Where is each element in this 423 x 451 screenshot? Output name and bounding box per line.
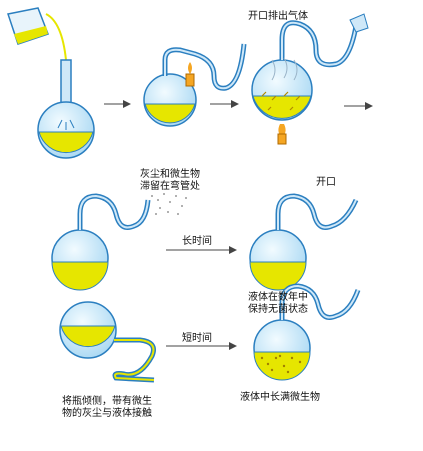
- flask-7-contaminated: [253, 283, 361, 381]
- label-sterile-1: 液体在数年中: [248, 292, 308, 303]
- flask-6-tilted: [59, 301, 156, 383]
- flask-3-boiling: [251, 13, 369, 145]
- flask-4-dust-trapped: [51, 193, 187, 291]
- label-tilt-1: 将瓶倾侧，带有微生: [62, 396, 152, 407]
- label-sterile-2: 保持无菌状态: [248, 304, 308, 315]
- flask-2-bending-neck: [143, 43, 247, 127]
- label-open-vent: 开口排出气体: [248, 11, 308, 22]
- label-full-microbes: 液体中长满微生物: [240, 392, 320, 403]
- label-tilt-2: 物的灰尘与液体接触: [62, 408, 152, 419]
- label-long-time: 长时间: [182, 236, 212, 247]
- label-dust-trapped-1: 灰尘和微生物: [140, 169, 200, 180]
- flask-5-sterile: [249, 193, 359, 291]
- label-dust-trapped-2: 滞留在弯管处: [140, 181, 200, 192]
- label-short-time: 短时间: [182, 333, 212, 344]
- label-open-mouth: 开口: [316, 177, 336, 188]
- flask-1-pouring: [7, 7, 95, 159]
